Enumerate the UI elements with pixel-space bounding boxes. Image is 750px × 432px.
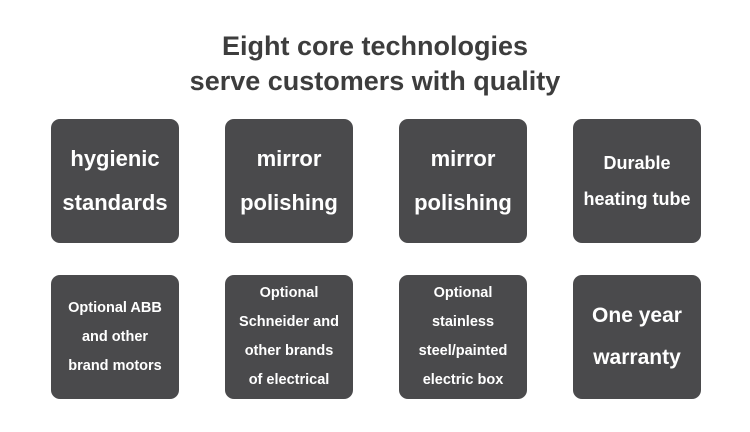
page-title-line-2: serve customers with quality (189, 66, 561, 96)
tile-text-line: brand motors (68, 357, 162, 374)
tile-text-line: stainless (431, 314, 495, 330)
tile-text-line: warranty (593, 346, 681, 369)
tile-text-line: polishing (240, 190, 338, 215)
tile-text-line: other brands (244, 343, 334, 359)
feature-tile-mirror-polishing-2: mirror polishing (399, 119, 527, 243)
feature-tile-durable-heating-tube: Durable heating tube (573, 119, 701, 243)
tile-text-line: standards (62, 190, 168, 215)
tile-text-line: Optional ABB (68, 299, 162, 316)
tile-text-line: heating tube (583, 189, 691, 209)
tile-text-line: of electrical (248, 372, 330, 388)
tile-text-line: mirror (430, 146, 496, 171)
page-title-line-1: Eight core technologies (221, 31, 529, 61)
tile-text-line: electric box (422, 372, 504, 388)
feature-tile-optional-abb-motors: Optional ABB and other brand motors (51, 275, 179, 399)
tile-text-line: steel/painted (418, 343, 508, 359)
feature-tile-optional-schneider-electrical: Optional Schneider and other brands of e… (225, 275, 353, 399)
tile-text-line: and other (81, 328, 149, 345)
tile-text-line: One year (592, 304, 682, 327)
tile-text-line: Schneider and (239, 314, 339, 330)
tile-text-line: Optional (433, 285, 493, 301)
tile-text-line: mirror (256, 146, 322, 171)
feature-tile-one-year-warranty: One year warranty (573, 275, 701, 399)
tile-text-line: hygienic (70, 146, 160, 171)
tile-text-line: polishing (414, 190, 512, 215)
tile-text-line: Durable (603, 153, 671, 173)
tile-text-line: Optional (259, 285, 319, 301)
feature-tile-mirror-polishing: mirror polishing (225, 119, 353, 243)
feature-tile-hygienic-standards: hygienic standards (51, 119, 179, 243)
feature-tile-optional-electric-box: Optional stainless steel/painted electri… (399, 275, 527, 399)
